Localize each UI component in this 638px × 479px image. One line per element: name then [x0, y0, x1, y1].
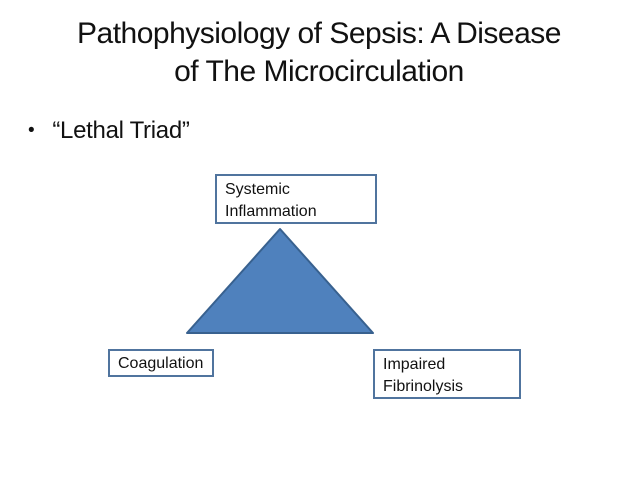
- slide-title: Pathophysiology of Sepsis: A Disease of …: [0, 15, 638, 91]
- slide-title-line-2: of The Microcirculation: [174, 55, 464, 88]
- bullet-item: • “Lethal Triad”: [28, 115, 190, 147]
- impaired-fibrinolysis-box: Impaired Fibrinolysis: [373, 349, 521, 399]
- bullet-icon: •: [28, 120, 35, 141]
- systemic-inflammation-box: Systemic Inflammation: [215, 174, 377, 224]
- impaired-fibrinolysis-label-line-2: Fibrinolysis: [383, 378, 464, 395]
- systemic-inflammation-label-line-2: Inflammation: [225, 203, 317, 220]
- coagulation-box: Coagulation: [108, 349, 214, 377]
- systemic-inflammation-label-line-1: Systemic: [225, 181, 290, 198]
- lethal-triad-triangle: [186, 228, 374, 334]
- triangle-shape: [186, 228, 374, 334]
- bullet-text: “Lethal Triad”: [52, 117, 190, 144]
- coagulation-label: Coagulation: [118, 355, 204, 372]
- impaired-fibrinolysis-label-line-1: Impaired: [383, 356, 446, 373]
- slide-title-line-1: Pathophysiology of Sepsis: A Disease: [77, 17, 561, 50]
